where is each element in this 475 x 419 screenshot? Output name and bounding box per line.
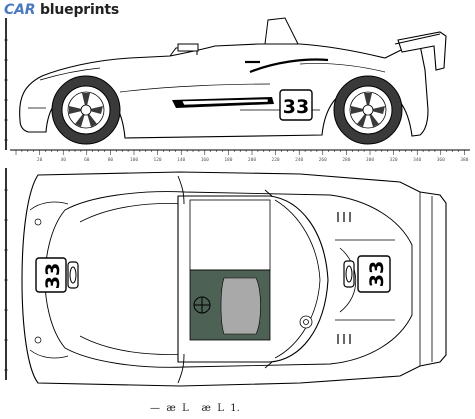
ruler-label: 60	[84, 157, 90, 163]
side-view-drawing: 33	[4, 17, 447, 150]
measurement-ruler: 20 40 60 80 100 120 140 160 180 200 220 240 260 280 30…	[10, 149, 470, 163]
ruler-label: 340	[413, 157, 421, 163]
wheel-icon	[51, 75, 121, 145]
rear-wing	[394, 31, 447, 71]
fuel-cap-icon	[299, 315, 313, 329]
brand-logo-blueprints: blueprints	[35, 2, 119, 18]
ruler-label: 220	[272, 157, 280, 163]
footer-scale-text: — æ L æ L 1.	[150, 403, 240, 414]
sponsor-logo-icon	[67, 261, 79, 289]
top-rear-race-number: 33	[366, 261, 388, 287]
top-front-number-plate	[35, 257, 67, 293]
ruler-label: 240	[295, 157, 303, 163]
wheel-icon	[333, 75, 403, 145]
ruler-label: 280	[342, 157, 350, 163]
ruler-label: 20	[37, 157, 43, 163]
ruler-label: 140	[177, 157, 185, 163]
ruler-label: 80	[108, 157, 114, 163]
ruler-label: 260	[319, 157, 327, 163]
sponsor-logo-icon	[343, 260, 355, 288]
ruler-label: 320	[390, 157, 398, 163]
top-rear-number-plate	[357, 255, 391, 293]
ruler-label: 120	[154, 157, 162, 163]
ruler-label: 40	[60, 157, 66, 163]
side-number-plate	[279, 89, 313, 121]
top-front-race-number: 33	[42, 263, 64, 289]
ruler-label: 380	[460, 157, 468, 163]
ruler-label: 360	[437, 157, 445, 163]
brand-logo: CAR blueprints	[4, 2, 119, 18]
ruler-label: 100	[130, 157, 138, 163]
ruler-label: 300	[366, 157, 374, 163]
steering-wheel-icon	[193, 296, 211, 314]
ruler-label: 180	[224, 157, 232, 163]
brand-logo-car: CAR	[4, 2, 36, 18]
ruler-label: 160	[201, 157, 209, 163]
ruler-label: 200	[248, 157, 256, 163]
side-race-number: 33	[283, 96, 309, 118]
